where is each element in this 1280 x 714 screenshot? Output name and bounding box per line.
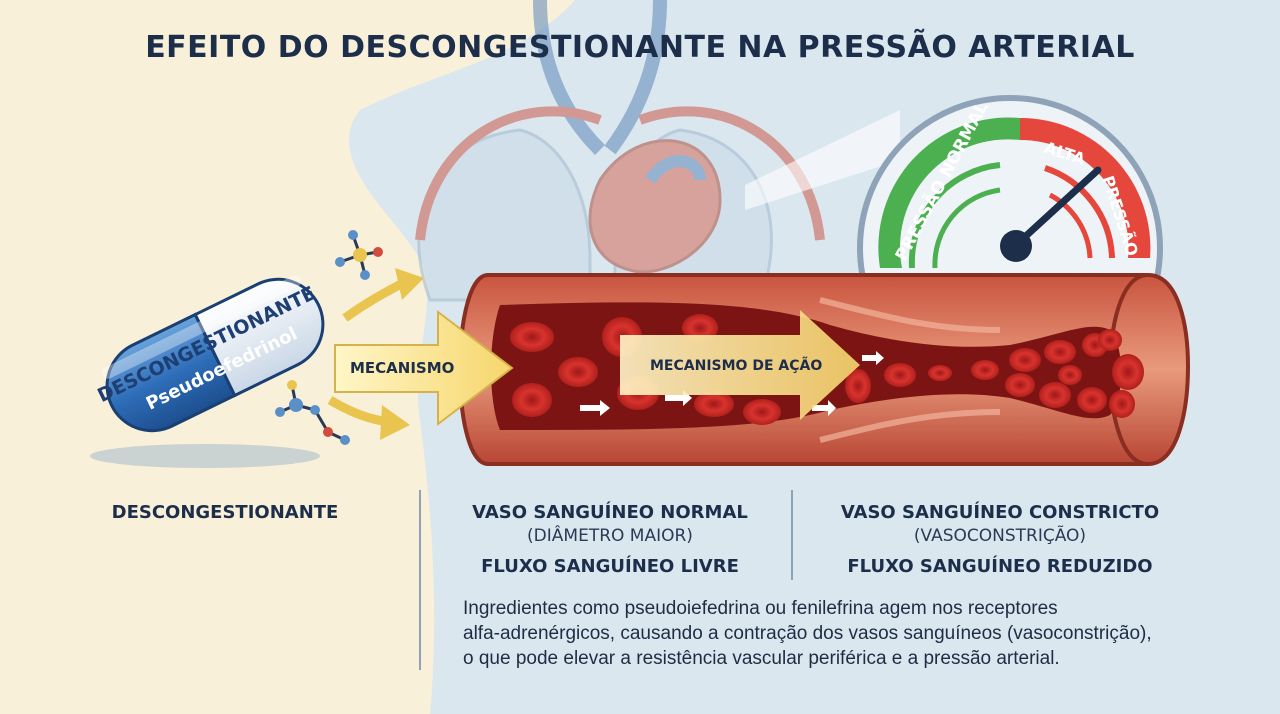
heart-lungs-graphic: [415, 0, 825, 302]
mechanism-label: MECANISMO: [350, 359, 454, 377]
normal-vessel-title: VASO SANGUÍNEO NORMAL: [472, 502, 748, 523]
pill-shadow: [90, 444, 320, 468]
normal-vessel-subtitle: (DIÂMETRO MAIOR): [527, 526, 693, 546]
molecule-icon-lower: [275, 380, 350, 445]
constricted-vessel-flow: FLUXO SANGUÍNEO REDUZIDO: [847, 556, 1153, 577]
page-title: EFEITO DO DESCONGESTIONANTE NA PRESSÃO A…: [145, 30, 1135, 65]
divider-left: [419, 490, 421, 670]
constricted-vessel-title: VASO SANGUÍNEO CONSTRICTO: [840, 502, 1160, 523]
description-line-2: alfa-adrenérgicos, causando a contração …: [463, 623, 1152, 644]
gauge-needle: [1012, 166, 1102, 249]
mechanism-arrow: [334, 309, 514, 427]
normal-vessel-flow: FLUXO SANGUÍNEO LIVRE: [481, 556, 739, 577]
decongestant-column-label: DESCONGESTIONANTE: [111, 502, 339, 523]
description-line-1: Ingredientes como pseudoiefedrina ou fen…: [463, 598, 1058, 619]
gauge-pivot: [1000, 230, 1032, 262]
mechanism-of-action-label: MECANISMO DE AÇÃO: [650, 357, 822, 374]
description-paragraph: Ingredientes como pseudoiefedrina ou fen…: [463, 596, 1253, 671]
constricted-vessel-subtitle: (VASOCONSTRIÇÃO): [913, 526, 1087, 546]
gauge-beam: [745, 110, 900, 210]
mechanism-of-action-arrow: [620, 310, 860, 420]
description-line-3: o que pode elevar a resistência vascular…: [463, 648, 1060, 669]
molecule-icon: [335, 230, 383, 280]
divider-right: [791, 490, 793, 580]
